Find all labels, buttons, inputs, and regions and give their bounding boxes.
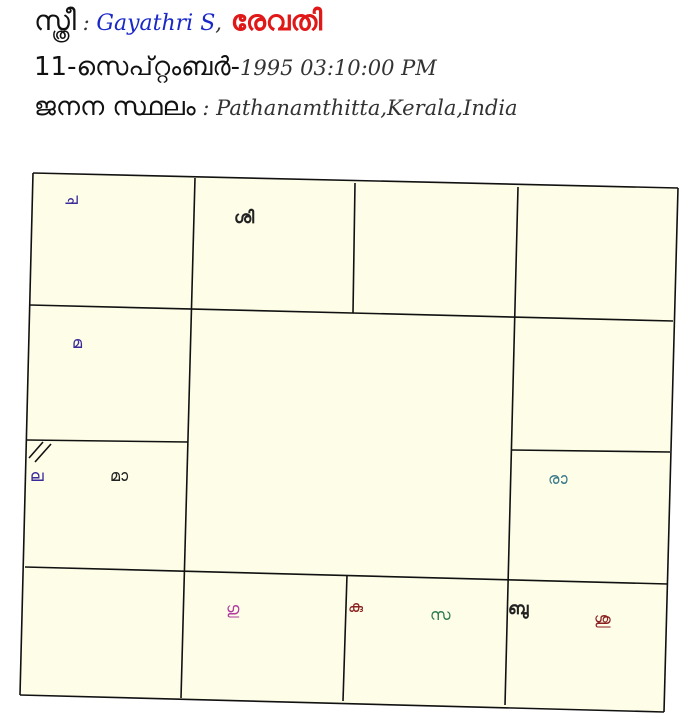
planet-guru: ഗു [226,599,240,618]
border-top [32,172,679,189]
planet-shani: ശി [234,208,254,228]
header-line-2: 11-സെപ്റ്റംബർ-1995 03:10:00 PM [34,52,437,83]
comma: , [215,11,222,35]
border-right [663,187,679,713]
gender-label: സ്ത്രീ [34,4,76,37]
birth-date: 11-സെപ്റ്റംബർ- [34,52,241,82]
chart-background [20,173,678,712]
planet-mandi: മ [72,333,83,352]
planet-shukra: ശു [594,609,611,628]
planet-chandra: ച [64,189,78,208]
separator: : [75,11,97,35]
birth-datetime: 1995 03:10:00 PM [240,56,437,80]
birthplace: Pathanamthitta,Kerala,India [216,96,518,120]
birthplace-label: ജനന സ്ഥലം [34,92,196,122]
border-left [19,172,34,696]
separator-2: : [195,96,217,120]
chart-planet-labels: ച ശി മ ല മാ രാ ഗു കു സ ബു ശു [30,189,611,628]
vline-2-top [352,182,356,314]
lagna-mark-1 [28,441,44,459]
vline-1 [180,177,196,699]
planet-rahu: രാ [548,469,568,488]
header-line-1: സ്ത്രീ : Gayathri S, രേവതി [34,4,322,38]
nakshatra: രേവതി [230,4,323,37]
chart-cells [20,173,678,712]
planet-kuja: കു [348,597,364,616]
lagna-label: ല [30,466,44,485]
person-name: Gayathri S [96,11,216,36]
planet-sa: സ [430,605,451,624]
planet-budha: ബു [508,599,530,619]
vline-2-bottom [342,574,348,702]
vline-3 [504,186,519,706]
planet-mandi-2: മാ [110,466,129,485]
hline-2-left [26,439,189,443]
hline-1 [29,304,674,322]
lagna-mark-2 [34,443,52,463]
header-line-3: ജനന സ്ഥലം : Pathanamthitta,Kerala,India [34,92,518,123]
chart-grid-lines [19,172,679,713]
hline-2-right [511,449,671,453]
border-bottom [19,694,665,713]
